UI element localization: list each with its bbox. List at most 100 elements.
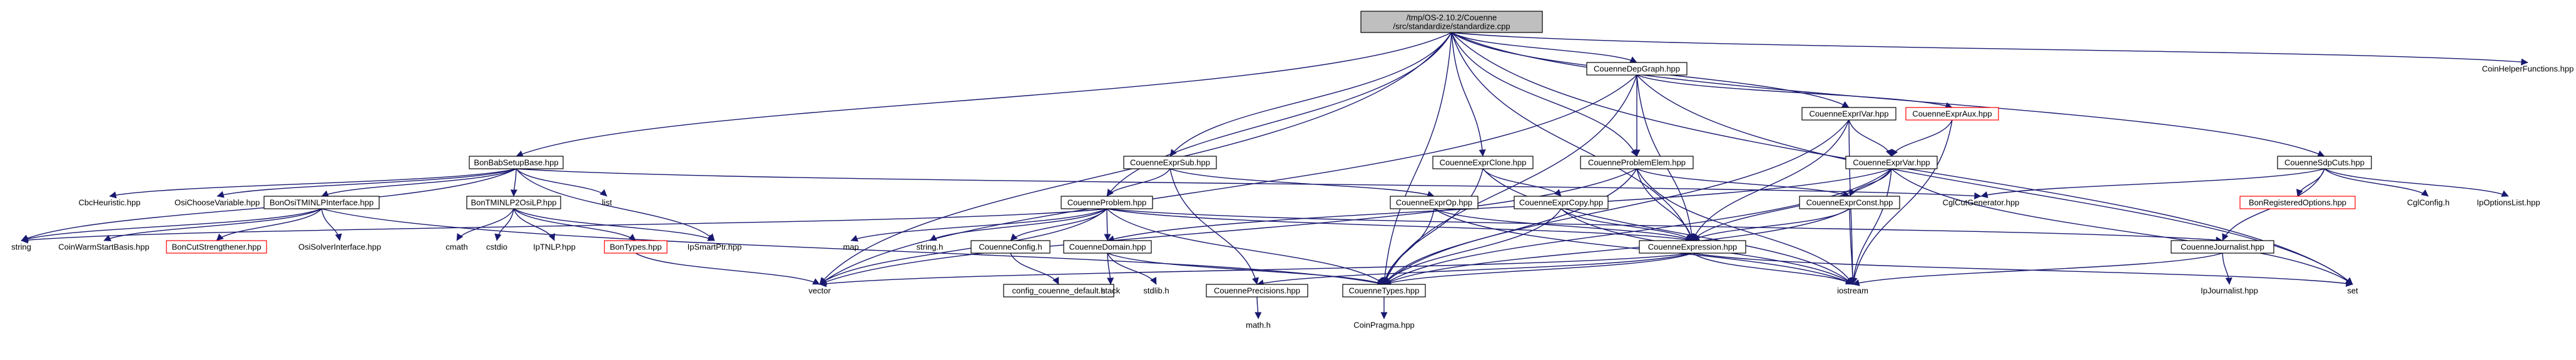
node-exprcopy[interactable]: CouenneExprCopy.hpp [1514,196,1609,209]
dependency-edge-bontminlp2-to-cstdio [494,208,514,241]
node-label-osichoose: OsiChooseVariable.hpp [175,198,260,208]
node-vector: vector [808,286,831,296]
node-label-probelem: CouenneProblemElem.hpp [1588,158,1686,168]
dependency-edge-exprop-to-expression [1433,208,1693,242]
node-label-bonositmi: BonOsiTMINLPInterface.hpp [270,198,374,208]
node-box-exprop [1390,196,1479,209]
node-expression[interactable]: CouenneExpression.hpp [1639,240,1746,254]
dependency-edge-config-to-configdef [1010,252,1059,285]
dependency-edge-root-to-types [1381,32,1452,285]
node-label-exprvar1: CouenneExprIVar.hpp [1810,109,1889,119]
node-box-exprclone [1432,156,1534,169]
dependency-edge-problem-to-expression [1106,208,1693,243]
node-journalist[interactable]: CouenneJournalist.hpp [2171,240,2274,254]
node-label-cglconfig: CglConfig.h [2407,198,2450,208]
node-label-iptnlp: IpTNLP.hpp [533,242,576,252]
node-probelem[interactable]: CouenneProblemElem.hpp [1580,156,1694,169]
node-label-precisions: CouennePrecisions.hpp [1214,286,1300,296]
node-iostream: iostream [1837,286,1868,296]
node-boncutstr[interactable]: BonCutStrengthener.hpp [166,240,267,254]
node-expraux[interactable]: CouenneExprAux.hpp [1905,107,1999,121]
dependency-edge-exprvar-to-set [1891,168,2353,285]
dependency-edge-problem-to-types [1106,208,1385,285]
dependency-edge-root-to-exprclone [1451,32,1486,157]
node-exprvar1[interactable]: CouenneExprIVar.hpp [1801,107,1896,121]
node-problem[interactable]: CouenneProblem.hpp [1061,196,1153,209]
dependency-edge-problem-to-journalist [1106,208,2223,244]
node-exprconst[interactable]: CouenneExprConst.hpp [1799,196,1900,209]
node-exprclone[interactable]: CouenneExprClone.hpp [1432,156,1534,169]
node-label-mathh: math.h [1246,321,1271,330]
node-osichoose: OsiChooseVariable.hpp [175,198,260,208]
dependency-edge-exprsub-to-exprop [1169,168,1435,198]
node-label-bontypes: BonTypes.hpp [609,242,661,252]
dependency-edge-exprvar1-to-expression [1692,119,1850,241]
dependency-edge-depgraph-to-set [1636,74,2353,285]
node-label-cglcutgen: CglCutGenerator.hpp [1943,198,2020,208]
node-label-stack: stack [1101,286,1121,296]
dependency-edge-bonbab-to-cbcheur [109,168,517,199]
node-string: string [11,242,31,252]
node-label-stdlib: stdlib.h [1143,286,1169,296]
node-label-coinwarm: CoinWarmStartBasis.hpp [58,242,149,252]
node-bontminlp2[interactable]: BonTMINLP2OsiLP.hpp [466,196,561,209]
node-box-precisions [1206,284,1308,298]
node-bonositmi[interactable]: BonOsiTMINLPInterface.hpp [263,196,380,209]
dependency-edge-problem-to-vector [819,208,1107,285]
dependency-edge-bonbab-to-ipsmartptr [516,168,715,241]
node-box-expression [1639,240,1746,254]
node-box-types [1342,284,1426,298]
node-label-exprconst: CouenneExprConst.hpp [1806,198,1893,208]
dependency-edge-problem-to-stringh [929,208,1107,241]
node-bontypes[interactable]: BonTypes.hpp [604,240,668,254]
node-box-problem [1061,196,1153,209]
dependency-edge-bontminlp2-to-cmath [456,208,514,241]
node-coinwarm: CoinWarmStartBasis.hpp [58,242,149,252]
node-exprvar[interactable]: CouenneExprVar.hpp [1845,156,1938,169]
node-bonregopt[interactable]: BonRegisteredOptions.hpp [2239,196,2356,209]
dependency-edge-root-to-bonbab [516,32,1452,158]
node-box-exprcopy [1514,196,1609,209]
node-box-domain [1063,240,1152,254]
dependency-edge-depgraph-to-types [1383,74,1637,285]
node-label-bonregopt: BonRegisteredOptions.hpp [2249,198,2346,208]
node-label-cbcheur: CbcHeuristic.hpp [79,198,141,208]
node-label-cstdio: cstdio [486,242,507,252]
node-exprop[interactable]: CouenneExprOp.hpp [1390,196,1479,209]
node-box-depgraph [1586,62,1688,76]
dependency-edge-root-to-coinhelper [1451,32,2528,66]
dependency-edge-sdpcuts-to-cglcutgen [1980,168,2325,198]
dependency-edge-expression-to-vector [819,252,1693,288]
node-label-root: /tmp/OS-2.10.2/Couenne/src/standardize/s… [1393,13,1510,31]
node-bonbab[interactable]: BonBabSetupBase.hpp [469,156,564,169]
node-sdpcuts[interactable]: CouenneSdpCuts.hpp [2277,156,2372,169]
node-configdef[interactable]: config_couenne_default.h [1003,284,1114,298]
dependency-edge-precisions-to-mathh [1255,296,1262,319]
node-config[interactable]: CouenneConfig.h [970,240,1051,254]
node-set: set [2347,286,2358,296]
dependency-edge-bontypes-to-vector [635,252,820,285]
node-stringh: string.h [917,242,944,252]
node-types[interactable]: CouenneTypes.hpp [1342,284,1426,298]
node-mathh: math.h [1246,321,1271,330]
node-box-config [970,240,1051,254]
dependency-edge-expression-to-set [1692,252,2353,288]
node-domain[interactable]: CouenneDomain.hpp [1063,240,1152,254]
node-label-coinhelper: CoinHelperFunctions.hpp [2482,64,2574,74]
dependency-edge-problem-to-map [850,208,1107,242]
node-exprsub[interactable]: CouenneExprSub.hpp [1123,156,1217,169]
node-coinpragma: CoinPragma.hpp [1353,321,1415,330]
dependency-edge-bontminlp2-to-ipsmartptr [513,208,715,241]
node-label-depgraph: CouenneDepGraph.hpp [1594,64,1680,74]
node-box-root [1360,11,1543,33]
dependency-edge-root-to-depgraph [1451,32,1637,63]
node-precisions[interactable]: CouennePrecisions.hpp [1206,284,1308,298]
node-depgraph[interactable]: CouenneDepGraph.hpp [1586,62,1688,76]
node-label-domain: CouenneDomain.hpp [1069,242,1146,252]
dependency-edge-bontminlp2-to-iptnlp [513,208,555,241]
node-label-string: string [11,242,31,252]
node-root[interactable]: /tmp/OS-2.10.2/Couenne/src/standardize/s… [1360,11,1543,33]
dependency-edge-bonositmi-to-string [21,208,322,242]
node-label-sdpcuts: CouenneSdpCuts.hpp [2284,158,2365,168]
